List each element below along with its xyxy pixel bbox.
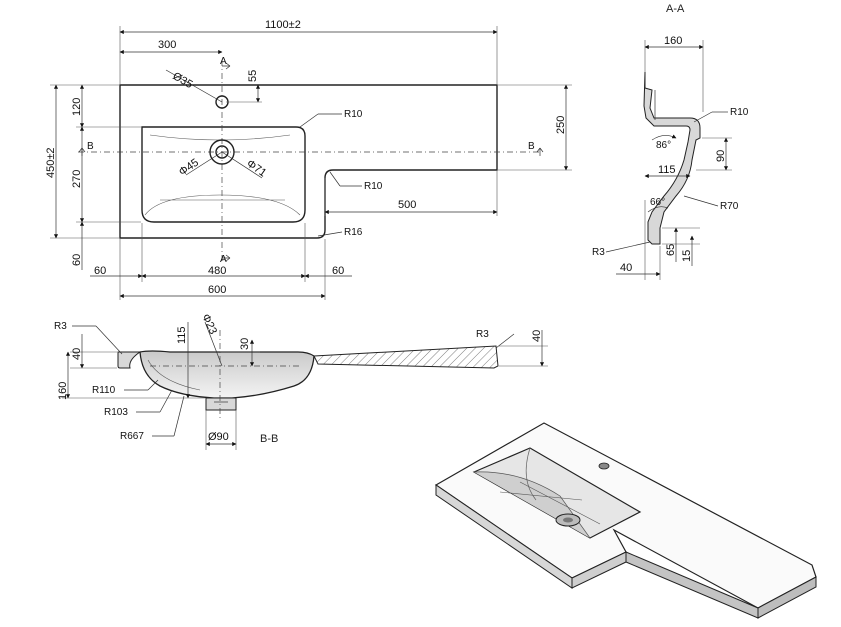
aa-angle-lower: 66° [650,197,665,208]
iso-basin [472,447,642,539]
bb-bowl [139,350,315,399]
iso-tap-hole [598,462,610,470]
bb-waste [205,397,237,411]
dim-overall-length: 1100±2 [265,19,301,31]
dim-front-band: 60 [71,254,83,266]
section-bb-title: B-B [260,433,278,445]
bb-r667: R667 [120,431,144,442]
section-b-left: B [87,141,94,152]
bb-tap-offset: 30 [239,338,251,350]
bb-left-rim [117,351,142,369]
dim-tap-offset: 300 [158,39,176,51]
aa-radius-bowl: R70 [720,201,739,212]
label-step-corner: R10 [364,181,383,192]
iso-view [434,422,817,619]
bb-shelf [313,345,499,369]
aa-edge-overhang: 40 [620,262,632,274]
label-bowl-corner: R10 [344,109,363,120]
label-waste-inner: Φ45 [177,157,201,179]
aa-lip: 15 [681,250,693,262]
aa-radius-top: R10 [730,107,749,118]
dim-depth-total: 450±2 [45,147,57,178]
top-outline [119,84,498,239]
top-view: Φ45 Φ71 Ø35 1100±2 300 55 450±2 120 270 … [45,19,572,300]
top-bowl [141,126,306,223]
label-front-corner: R16 [344,227,363,238]
bb-rim-right: 40 [531,330,543,342]
aa-drop: 90 [715,150,727,162]
aa-radius-edge: R3 [592,247,605,258]
bb-radius-left: R3 [54,321,67,332]
dim-back-band: 120 [71,98,83,116]
iso-side-face [757,576,817,619]
label-waste-outer: Φ71 [244,158,268,180]
section-a-top: A [220,56,227,67]
aa-angle-top: 86° [656,140,671,151]
aa-width-lower: 115 [658,164,676,176]
waste-inner [215,145,229,159]
bb-r110: R110 [92,385,116,396]
dim-bowl-left-rim: 60 [94,265,106,277]
dim-bowl-band: 270 [71,170,83,188]
bb-tap-hole: Φ23 [199,312,219,336]
dim-shelf-depth: 250 [555,116,567,134]
section-b-right: B [528,141,535,152]
bb-shelf-depth: 115 [176,326,188,344]
top-bowl-inner [144,134,301,216]
bb-waste-dia: Ø90 [208,431,229,443]
waste-outer [209,139,235,165]
section-aa: A-A 160 R10 86° 90 115 66° R70 R3 [592,3,749,280]
dim-bowl-right-rim: 60 [332,265,344,277]
aa-width: 160 [664,35,682,47]
dim-shelf-length: 500 [398,199,416,211]
bb-bowl-depth: 160 [57,382,69,400]
aa-front-height: 65 [665,244,677,256]
label-tap-hole: Ø35 [171,70,195,91]
section-a-bottom: A [220,254,227,265]
bb-r103: R103 [104,407,128,418]
aa-profile [643,71,701,245]
section-bb: Φ23 30 115 R3 40 160 R110 R103 R667 Ø90 [54,312,548,450]
bb-rim-left: 40 [71,348,83,360]
dim-basin-width: 600 [208,284,226,296]
dim-bowl-width: 480 [208,265,226,277]
section-aa-title: A-A [666,3,685,15]
dim-tap-from-back: 55 [247,70,259,82]
bb-radius-right: R3 [476,329,489,340]
